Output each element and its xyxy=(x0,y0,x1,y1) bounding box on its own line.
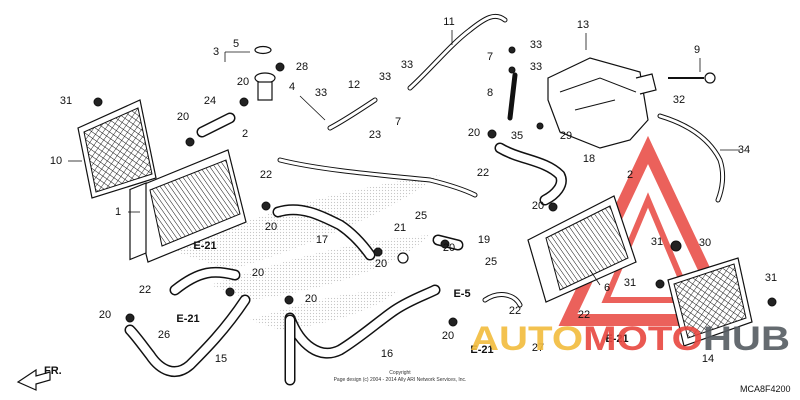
callout-number[interactable]: 22 xyxy=(260,169,272,181)
callout-number[interactable]: 28 xyxy=(296,61,308,73)
diagram-code: MCA8F4200 xyxy=(740,384,791,394)
reference-link[interactable]: E-21 xyxy=(470,344,493,356)
callout-number[interactable]: 27 xyxy=(532,342,544,354)
callout-number[interactable]: 2 xyxy=(242,128,248,140)
callout-number[interactable]: 22 xyxy=(477,167,489,179)
callout-number[interactable]: 33 xyxy=(315,87,327,99)
callout-number[interactable]: 22 xyxy=(509,305,521,317)
callout-number[interactable]: 20 xyxy=(237,76,249,88)
right-radiator-grille[interactable] xyxy=(667,257,753,347)
callout-number[interactable]: 30 xyxy=(699,237,711,249)
callout-number[interactable]: 33 xyxy=(530,39,542,51)
callout-number[interactable]: 24 xyxy=(204,95,216,107)
callout-number[interactable]: 1 xyxy=(115,206,121,218)
main-radiator[interactable] xyxy=(129,149,247,263)
watermark-letter: U xyxy=(732,320,761,358)
left-radiator-grille[interactable] xyxy=(77,99,157,199)
callout-number[interactable]: 11 xyxy=(443,16,454,28)
watermark-letter: H xyxy=(703,320,732,358)
callout-number[interactable]: 35 xyxy=(511,130,523,142)
callout-number[interactable]: 29 xyxy=(560,130,572,142)
callout-number[interactable]: 33 xyxy=(401,59,413,71)
callout-number[interactable]: 14 xyxy=(702,353,714,365)
watermark-letter: B xyxy=(761,320,790,358)
front-direction-marker: FR. xyxy=(16,365,62,391)
callout-number[interactable]: 33 xyxy=(379,71,391,83)
callout-number[interactable]: 18 xyxy=(583,153,595,165)
callout-number[interactable]: 2 xyxy=(627,169,633,181)
coolant-reserve-tank[interactable] xyxy=(547,57,657,149)
watermark-letter: T xyxy=(528,320,553,358)
watermark-letter: O xyxy=(672,320,703,358)
reference-link[interactable]: E-21 xyxy=(176,313,199,325)
callout-number[interactable]: 20 xyxy=(532,200,544,212)
callout-number[interactable]: 8 xyxy=(487,87,493,99)
callout-number[interactable]: 32 xyxy=(673,94,685,106)
callout-number[interactable]: 17 xyxy=(316,234,328,246)
copyright-heading: Copyright xyxy=(389,370,411,376)
hose-clamps xyxy=(93,46,777,327)
callout-number[interactable]: 31 xyxy=(651,236,663,248)
callout-number[interactable]: 22 xyxy=(139,284,151,296)
right-radiator[interactable] xyxy=(527,195,637,303)
callout-number[interactable]: 7 xyxy=(395,116,401,128)
callout-number[interactable]: 20 xyxy=(99,309,111,321)
callout-number[interactable]: 20 xyxy=(375,258,387,270)
callout-number[interactable]: 26 xyxy=(158,329,170,341)
callout-number[interactable]: 15 xyxy=(215,353,227,365)
callout-number[interactable]: 16 xyxy=(381,348,393,360)
callout-number[interactable]: 21 xyxy=(394,222,406,234)
callout-number[interactable]: 31 xyxy=(624,277,636,289)
watermark-letter: M xyxy=(583,320,616,358)
callout-number[interactable]: 33 xyxy=(530,61,542,73)
callout-number[interactable]: 25 xyxy=(485,256,497,268)
front-marker-label: FR. xyxy=(44,365,62,377)
callout-number[interactable]: 5 xyxy=(233,38,239,50)
callout-number[interactable]: 9 xyxy=(694,44,700,56)
callout-number[interactable]: 3 xyxy=(213,46,219,58)
watermark-letter: U xyxy=(499,320,528,358)
callout-number[interactable]: 13 xyxy=(577,19,589,31)
callout-number[interactable]: 7 xyxy=(487,51,493,63)
watermark-letter: A xyxy=(470,320,499,358)
callout-number[interactable]: 34 xyxy=(738,144,750,156)
watermark-letter: T xyxy=(648,320,673,358)
callout-number[interactable]: 20 xyxy=(442,330,454,342)
callout-number[interactable]: 12 xyxy=(348,79,360,91)
callout-number[interactable]: 10 xyxy=(50,155,62,167)
watermark-letter: O xyxy=(552,320,583,358)
reference-link[interactable]: E-21 xyxy=(193,240,216,252)
callout-number[interactable]: 23 xyxy=(369,129,381,141)
callout-number[interactable]: 31 xyxy=(765,272,777,284)
callout-number[interactable]: 6 xyxy=(604,282,610,294)
callout-number[interactable]: 20 xyxy=(305,293,317,305)
callout-number[interactable]: 4 xyxy=(289,81,295,93)
watermark-letter: O xyxy=(617,320,648,358)
callout-number[interactable]: 31 xyxy=(60,95,72,107)
copyright-notice: Page design (c) 2004 - 2014 Ally ARI Net… xyxy=(334,377,467,383)
callout-number[interactable]: 20 xyxy=(177,111,189,123)
callout-number[interactable]: 19 xyxy=(478,234,490,246)
callout-number[interactable]: 20 xyxy=(265,221,277,233)
callout-number[interactable]: 20 xyxy=(252,267,264,279)
reference-link[interactable]: E-21 xyxy=(605,333,628,345)
callout-leaders xyxy=(68,30,740,286)
reference-labels: E-21E-21E-5E-21E-21 xyxy=(176,240,628,356)
radiator-cap[interactable] xyxy=(254,45,285,101)
callout-number[interactable]: 20 xyxy=(443,242,455,254)
callout-number[interactable]: 20 xyxy=(468,127,480,139)
reference-link[interactable]: E-5 xyxy=(453,288,470,300)
callout-number[interactable]: 22 xyxy=(578,309,590,321)
callout-number[interactable]: 25 xyxy=(415,210,427,222)
